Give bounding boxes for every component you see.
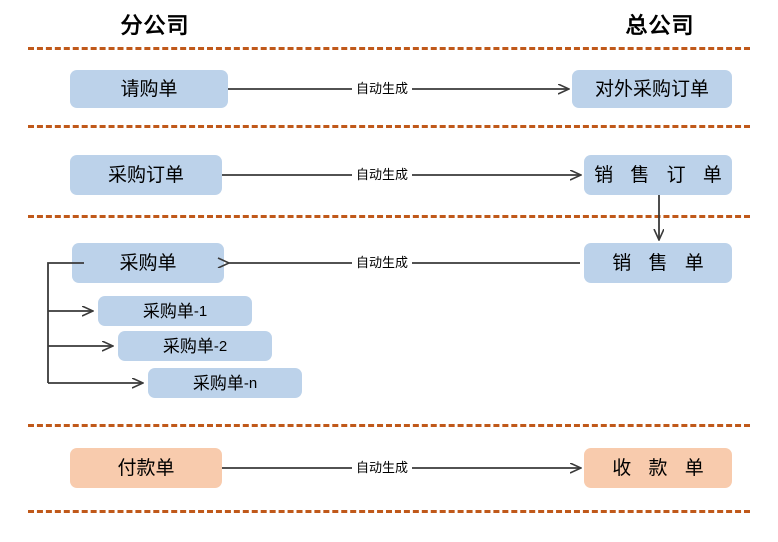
node-purchase-bill-split-1[interactable]: 采购单-1	[98, 296, 252, 326]
split-node-label-1: 采购单	[142, 301, 194, 321]
node-requisition[interactable]: 请购单	[70, 70, 228, 108]
node-sales-order[interactable]: 销 售 订 单	[584, 155, 732, 195]
edge-label-purchase-order: 自动生成	[352, 168, 413, 181]
divider-5	[28, 510, 750, 513]
node-external-purchase-order[interactable]: 对外采购订单	[572, 70, 732, 108]
split-node-label-n: 采购单	[192, 373, 244, 393]
node-sales-bill[interactable]: 销 售 单	[584, 243, 732, 283]
edge-label-purchase-bill: 自动生成	[352, 256, 413, 269]
node-purchase-bill-split-2[interactable]: 采购单-2	[118, 331, 272, 361]
divider-1	[28, 47, 750, 50]
split-node-label-2: 采购单	[162, 336, 214, 356]
edge-label-requisition: 自动生成	[352, 82, 413, 95]
node-purchase-bill-split-n[interactable]: 采购单-n	[148, 368, 302, 398]
node-purchase-order[interactable]: 采购订单	[70, 155, 222, 195]
edge-label-payment: 自动生成	[352, 461, 413, 474]
divider-4	[28, 424, 750, 427]
column-title-branch: 分公司	[120, 13, 190, 38]
column-title-headquarters: 总公司	[625, 13, 695, 38]
node-receipt-voucher[interactable]: 收 款 单	[584, 448, 732, 488]
divider-2	[28, 125, 750, 128]
divider-3	[28, 215, 750, 218]
split-node-suffix-1: -1	[193, 302, 208, 320]
node-payment-voucher[interactable]: 付款单	[70, 448, 222, 488]
split-node-suffix-n: -n	[243, 374, 258, 392]
split-node-suffix-2: -2	[213, 337, 228, 355]
node-purchase-bill[interactable]: 采购单	[72, 243, 224, 283]
